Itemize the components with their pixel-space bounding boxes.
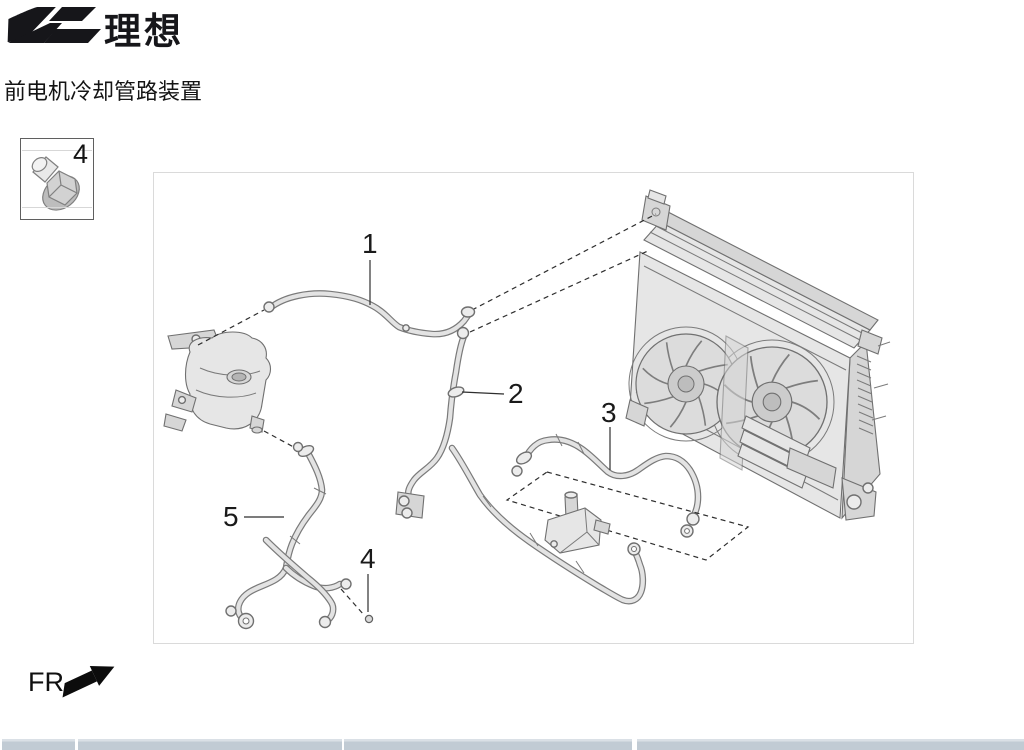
li-auto-logo-icon (7, 7, 101, 43)
inset-divider-top (22, 150, 92, 151)
page-title: 前电机冷却管路装置 (4, 79, 203, 104)
footer-header-cell (78, 739, 342, 750)
callout-3[interactable]: 3 (601, 397, 617, 428)
fr-direction-label: FR. (28, 667, 72, 697)
callout-1[interactable]: 1 (362, 228, 378, 259)
callout-2[interactable]: 2 (508, 378, 524, 409)
footer-header-cell (637, 739, 1024, 750)
legend-inset-part-4[interactable]: 4 (20, 138, 94, 220)
callout-4[interactable]: 4 (360, 543, 376, 574)
inset-divider-bottom (22, 207, 92, 208)
brand-logo-text: 理想 (104, 11, 184, 52)
footer-header-cell (344, 739, 632, 750)
hex-flange-bolt-icon (31, 156, 80, 211)
footer-header-cell (2, 739, 75, 750)
inset-part-number: 4 (72, 139, 88, 169)
front-direction-arrow-icon (62, 665, 115, 698)
callout-5[interactable]: 5 (223, 501, 239, 532)
diagram-canvas (153, 172, 914, 644)
